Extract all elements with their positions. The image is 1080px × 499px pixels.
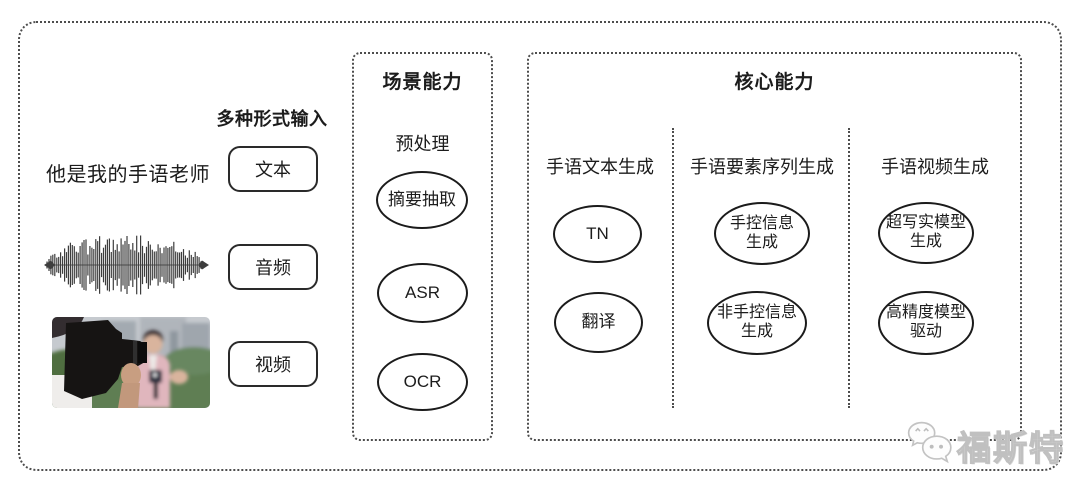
core-capability-box: 核心能力 (527, 52, 1022, 441)
input-type-audio-label: 音频 (255, 258, 291, 278)
audio-waveform-icon (44, 235, 209, 295)
column-label-video-generation: 手语视频生成 (881, 157, 989, 177)
scene-capability-box: 场景能力 预处理 (352, 52, 493, 441)
node-manual-info-generation: 手控信息 生成 (714, 202, 810, 265)
column-label-element-sequence-generation: 手语要素序列生成 (690, 157, 834, 177)
input-type-video-box: 视频 (228, 341, 318, 387)
column-label-text-generation: 手语文本生成 (546, 157, 654, 177)
node-high-precision-model-driving: 高精度模型 驱动 (878, 291, 974, 355)
node-ocr: OCR (377, 353, 468, 411)
node-translation: 翻译 (554, 292, 643, 353)
news-photo-illustration (52, 317, 210, 408)
watermark: 福斯特 (906, 420, 1065, 470)
node-summary-extraction: 摘要抽取 (376, 171, 468, 229)
column-separator-2 (848, 128, 850, 408)
input-type-text-box: 文本 (228, 146, 318, 192)
column-separator-1 (672, 128, 674, 408)
node-asr: ASR (377, 263, 468, 323)
core-capability-title: 核心能力 (734, 72, 815, 93)
chat-bubbles-icon (907, 421, 952, 464)
preprocessing-label: 预处理 (395, 134, 450, 154)
input-type-audio-box: 音频 (228, 244, 318, 290)
node-tn: TN (553, 205, 642, 263)
node-hyperrealistic-model-generation: 超写实模型 生成 (878, 202, 974, 264)
sample-text: 他是我的手语老师 (46, 164, 210, 186)
news-reporter-photo (52, 317, 210, 408)
scene-capability-title: 场景能力 (382, 72, 463, 93)
input-section-heading: 多种形式输入 (216, 109, 328, 129)
outer-dotted-border (18, 21, 1062, 471)
input-type-text-label: 文本 (255, 160, 291, 180)
watermark-text: 福斯特 (956, 429, 1065, 468)
input-type-video-label: 视频 (255, 355, 291, 375)
node-non-manual-info-generation: 非手控信息 生成 (707, 291, 807, 355)
